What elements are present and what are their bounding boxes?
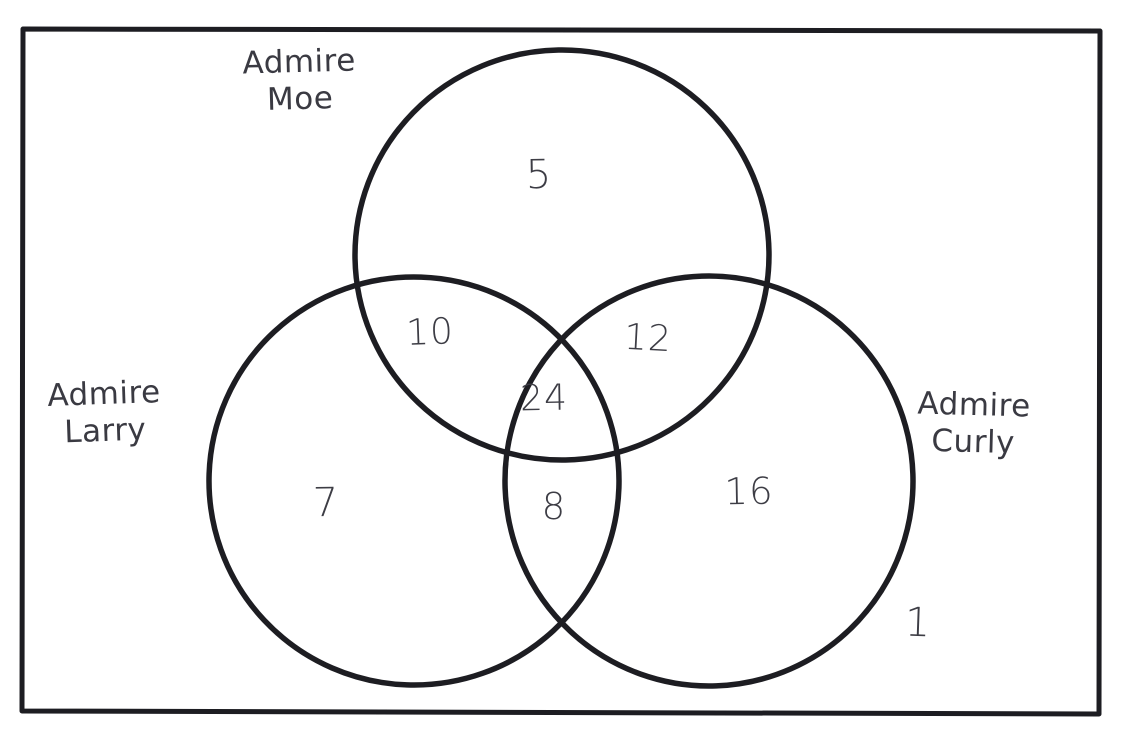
circle-admire-larry xyxy=(206,274,622,688)
circle-admire-moe xyxy=(352,47,772,463)
region-count-curly-only: 16 xyxy=(724,469,774,514)
region-count-moe-and-larry: 10 xyxy=(405,311,455,354)
set-label-admire-larry: Admire Larry xyxy=(46,374,162,450)
region-count-moe-and-curly: 12 xyxy=(623,316,673,361)
universal-set-rectangle xyxy=(19,26,1103,717)
region-count-larry-only: 7 xyxy=(312,479,340,527)
region-count-outside-all: 1 xyxy=(903,599,933,647)
region-count-larry-and-curly: 8 xyxy=(541,484,567,529)
circle-admire-curly xyxy=(502,273,916,689)
set-label-admire-moe: Admire Moe xyxy=(242,42,357,118)
set-label-admire-curly: Admire Curly xyxy=(917,385,1032,461)
region-count-moe-only: 5 xyxy=(525,151,553,199)
region-count-all-three: 24 xyxy=(519,377,569,420)
